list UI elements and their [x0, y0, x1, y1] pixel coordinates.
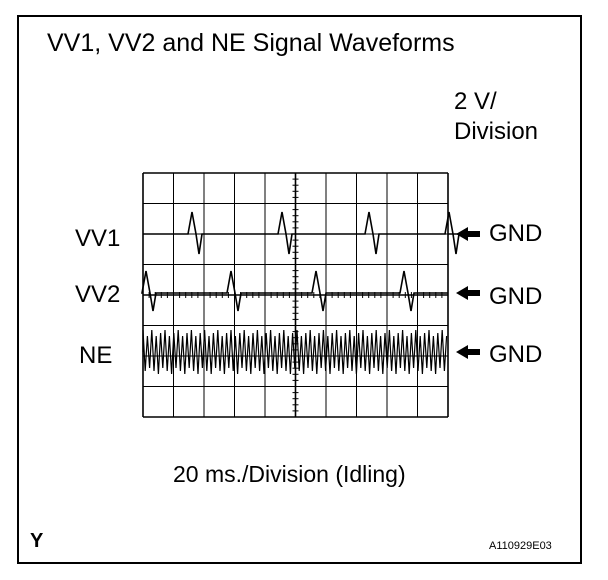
ground-label-vv1: GND [489, 220, 543, 247]
oscilloscope-display [141, 172, 480, 418]
figure-letter: Y [30, 530, 44, 552]
channel-label-vv2: VV2 [75, 281, 121, 308]
channel-label-vv1: VV1 [75, 225, 121, 252]
time-scale-label: 20 ms./Division (Idling) [173, 461, 406, 487]
ground-label-ne: GND [489, 341, 543, 368]
channel-label-ne: NE [79, 342, 113, 369]
vv2-waveform [141, 270, 448, 312]
center-axes [142, 172, 448, 417]
figure-code: A110929E03 [489, 540, 552, 552]
vv1-waveform [143, 211, 460, 255]
left-arrow-icon [456, 345, 480, 359]
figure-title: VV1, VV2 and NE Signal Waveforms [47, 29, 455, 57]
left-arrow-icon [456, 286, 480, 300]
ground-label-vv2: GND [489, 283, 543, 310]
voltage-scale-label: 2 V/ Division [454, 88, 539, 145]
ne-waveform [142, 329, 448, 375]
figure-frame: VV1, VV2 and NE Signal Waveforms 2 V/ Di… [17, 15, 582, 564]
left-arrow-icon [456, 227, 480, 241]
